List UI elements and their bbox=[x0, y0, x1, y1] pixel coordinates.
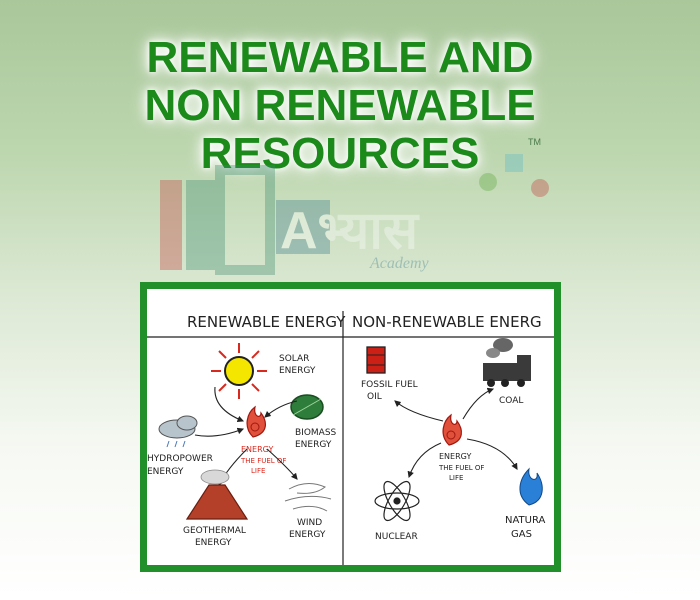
poster-frame: RENEWABLE ENERGY NON-RENEWABLE ENERG SOL… bbox=[140, 282, 561, 572]
title-line-2: NON RENEWABLE bbox=[144, 81, 536, 130]
watermark-sub: Academy bbox=[369, 255, 430, 272]
fire-icon-right bbox=[442, 413, 462, 446]
title-line-3: RESOURCES bbox=[200, 129, 480, 178]
title-line-1: RENEWABLE AND bbox=[146, 33, 534, 82]
nonrenewable-header: NON-RENEWABLE ENERG bbox=[352, 313, 542, 331]
fire-icon bbox=[246, 405, 266, 438]
watermark-brand: Aभ्यास bbox=[280, 202, 420, 260]
nuclear-label: NUCLEAR bbox=[375, 532, 418, 542]
academy-watermark-logo: Aभ्यास Academy bbox=[150, 140, 550, 280]
page-title: RENEWABLE AND NON RENEWABLE RESOURCES bbox=[0, 34, 680, 178]
fossil-label-2: OIL bbox=[367, 392, 382, 402]
center-energy-left: ENERGY bbox=[241, 445, 273, 454]
hydro-label-1: HYDROPOWER bbox=[147, 454, 213, 464]
coal-label: COAL bbox=[499, 396, 523, 406]
biomass-label-1: BIOMASS bbox=[295, 428, 337, 438]
oil-barrel-icon bbox=[366, 346, 386, 374]
energy-poster: RENEWABLE ENERGY NON-RENEWABLE ENERG SOL… bbox=[147, 289, 554, 565]
trademark-mark: TM bbox=[528, 137, 541, 147]
gas-label-2: GAS bbox=[511, 529, 532, 540]
wind-label-2: ENERGY bbox=[289, 530, 326, 540]
geothermal-label-2: ENERGY bbox=[195, 538, 232, 548]
biomass-label-2: ENERGY bbox=[295, 440, 332, 450]
volcano-icon bbox=[185, 469, 249, 520]
center-fuel-right: THE FUEL OF bbox=[438, 464, 484, 472]
sun-icon bbox=[211, 343, 267, 399]
fossil-label-1: FOSSIL FUEL bbox=[361, 380, 418, 390]
center-fuel-left: THE FUEL OF bbox=[240, 457, 286, 465]
center-energy-right: ENERGY bbox=[439, 452, 471, 461]
gas-label-1: NATURA bbox=[505, 515, 546, 526]
geothermal-label-1: GEOTHERMAL bbox=[183, 526, 246, 536]
hydro-label-2: ENERGY bbox=[147, 467, 184, 477]
center-life-right: LIFE bbox=[449, 474, 463, 482]
solar-label-1: SOLAR bbox=[279, 354, 309, 364]
book-icon bbox=[160, 165, 275, 275]
renewable-header: RENEWABLE ENERGY bbox=[187, 313, 346, 331]
steam-train-icon bbox=[483, 338, 531, 387]
center-life-left: LIFE bbox=[251, 467, 265, 475]
wind-label-1: WIND bbox=[297, 518, 322, 528]
leaf-icon bbox=[290, 394, 324, 420]
atom-icon bbox=[374, 480, 420, 522]
gas-flame-icon bbox=[519, 467, 543, 506]
solar-label-2: ENERGY bbox=[279, 366, 316, 376]
wind-icon bbox=[284, 483, 332, 512]
rain-cloud-icon bbox=[158, 415, 198, 448]
